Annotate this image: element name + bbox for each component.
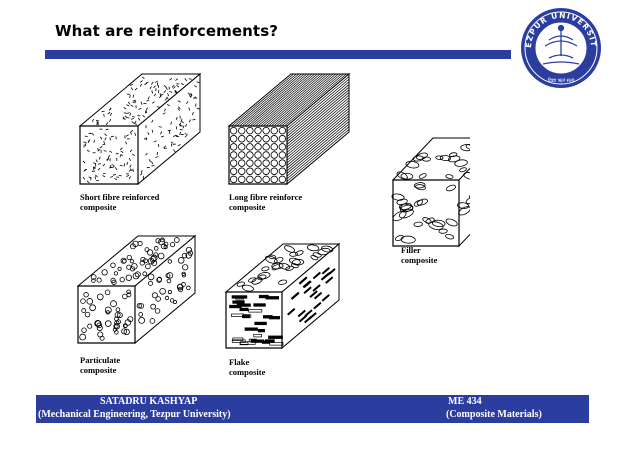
footer-author: SATADRU KASHYAP — [100, 396, 198, 407]
footer-department: (Mechanical Engineering, Tezpur Universi… — [38, 409, 231, 420]
label-particulate-line2: composite — [80, 365, 117, 375]
label-long-fibre: Long fibre reinforce composite — [229, 192, 302, 212]
long-fibre-cube — [227, 72, 351, 186]
label-particulate: Particulate composite — [80, 355, 120, 375]
logo-motto: विद्या ऋतं सत्यं — [548, 77, 575, 84]
composite-diagram — [76, 72, 470, 350]
label-short-fibre: Short fibre reinforced composite — [80, 192, 159, 212]
label-short-fibre-line2: composite — [80, 202, 117, 212]
label-flake-line1: Flake — [229, 357, 250, 367]
label-short-fibre-line1: Short fibre reinforced — [80, 192, 160, 202]
label-long-fibre-line2: composite — [229, 202, 266, 212]
footer-course-code: ME 434 — [448, 396, 482, 407]
label-long-fibre-line1: Long fibre reinforce — [229, 192, 303, 202]
label-flake-line2: composite — [229, 367, 266, 377]
label-particulate-line1: Particulate — [80, 355, 121, 365]
footer-bar: SATADRU KASHYAP (Mechanical Engineering,… — [36, 395, 589, 423]
footer-course-name: (Composite Materials) — [446, 409, 542, 420]
slide-title: What are reinforcements? — [55, 22, 279, 40]
label-flake: Flake composite — [229, 357, 265, 377]
short-fibre-cube — [78, 72, 202, 186]
label-filler: Filler composite — [401, 245, 437, 265]
title-bar — [45, 50, 511, 59]
filler-cube — [391, 137, 470, 248]
university-logo: TEZPUR UNIVERSITY विद्या ऋतं सत्यं — [519, 6, 601, 88]
particulate-cube — [76, 234, 197, 345]
label-filler-line1: Filler — [401, 245, 421, 255]
label-filler-line2: composite — [401, 255, 438, 265]
flake-cube — [224, 242, 341, 350]
